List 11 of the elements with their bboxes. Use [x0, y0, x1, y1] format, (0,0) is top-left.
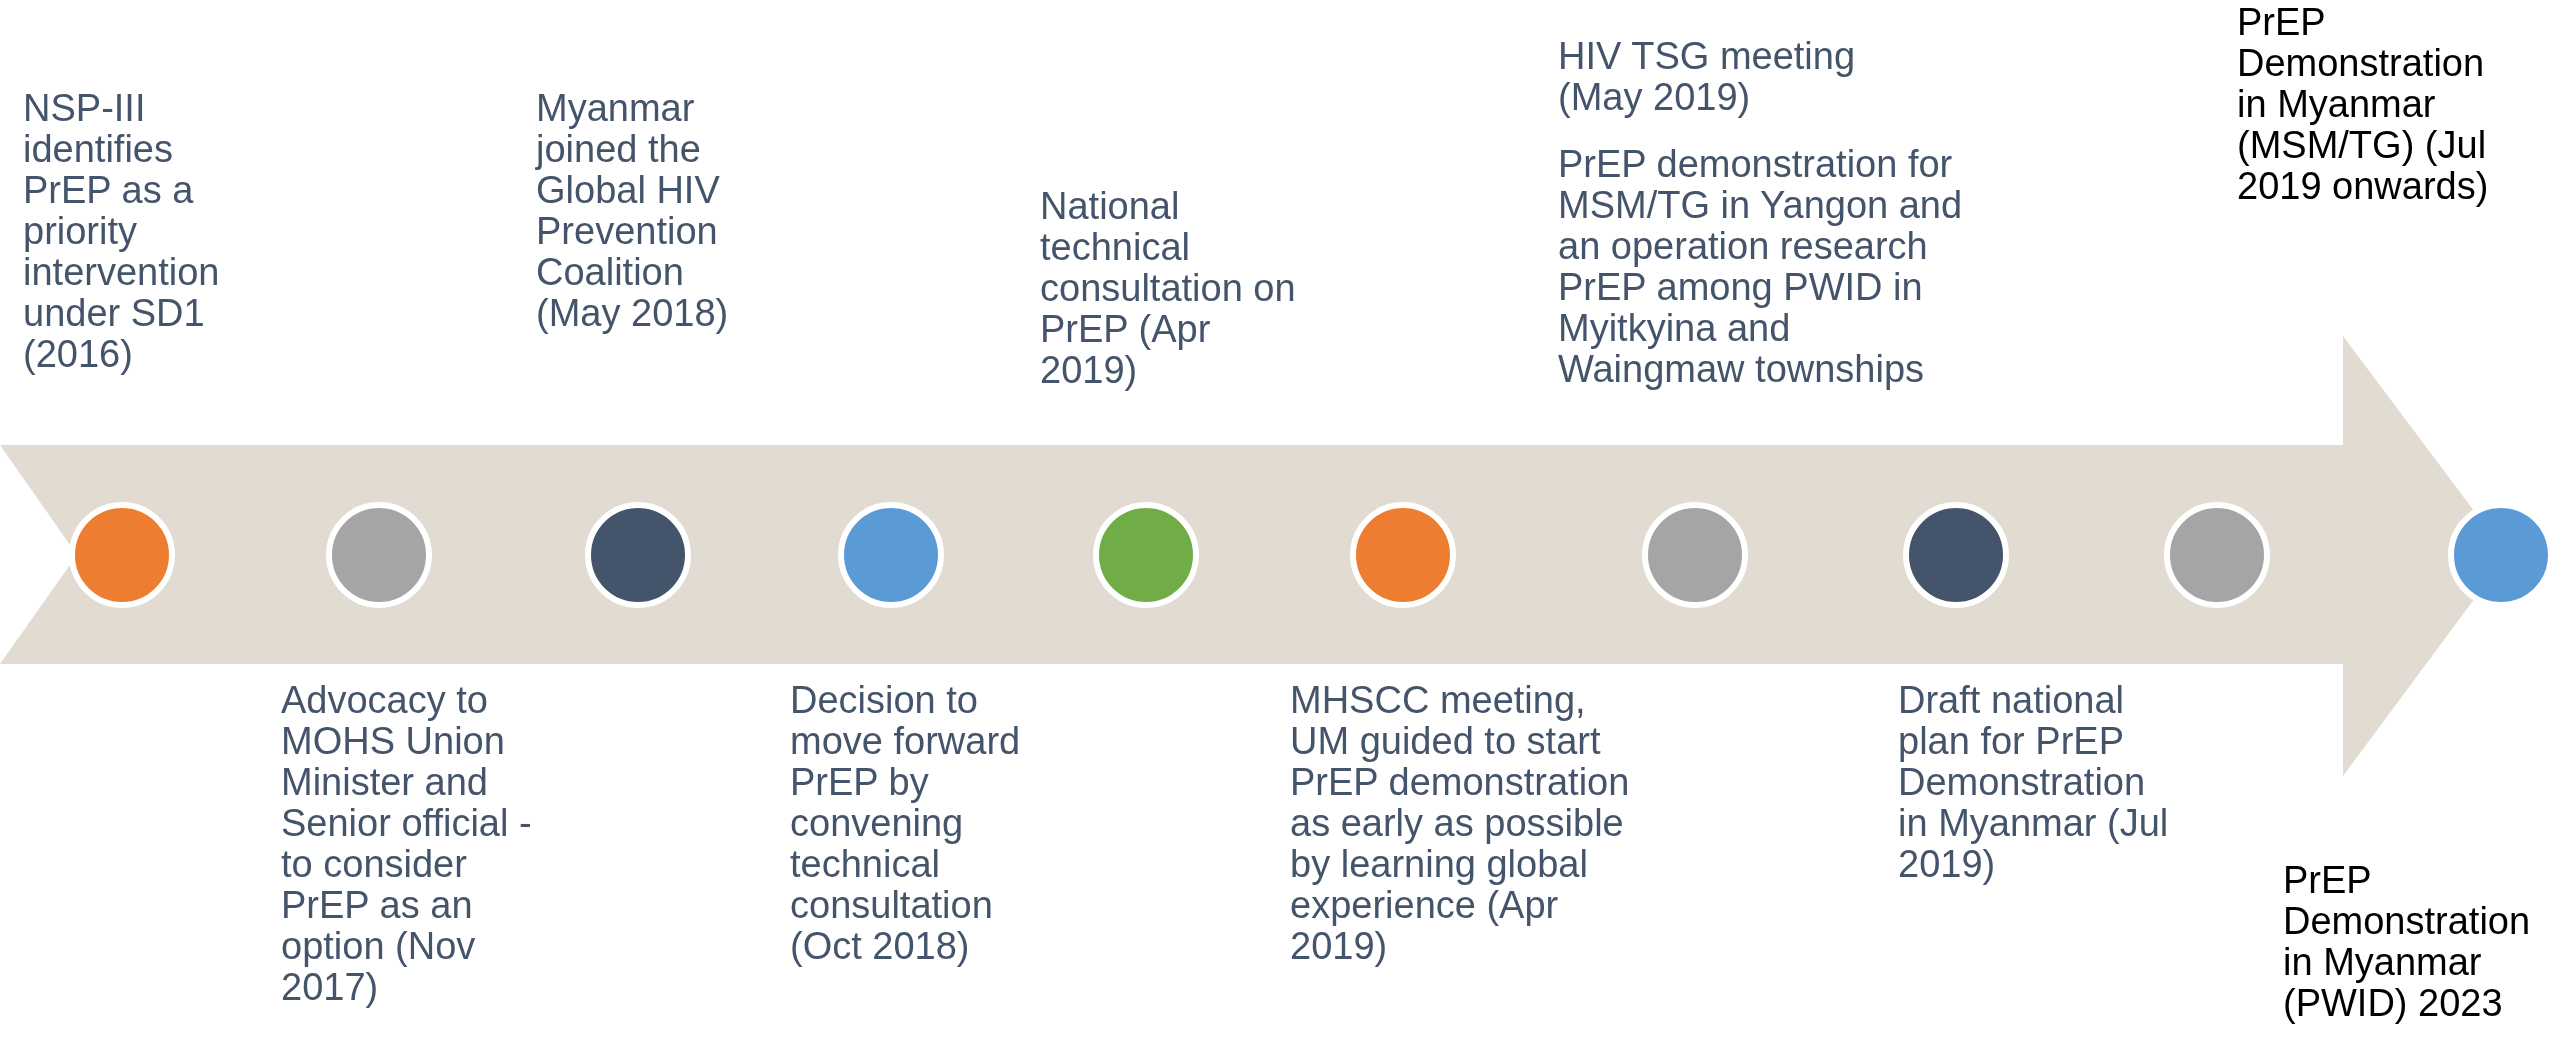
milestone-text: MHSCC meeting, UM guided to start PrEP demonstration as early as possible by learning global experience (Apr 2019): [1290, 680, 1631, 967]
milestone-text: PrEP Demonstration in Myanmar (MSM/TG) (Jul 2019 onwards): [2237, 2, 2490, 207]
milestone-text: Draft national plan for PrEP Demonstration in Myanmar (Jul 2019): [1898, 680, 2170, 885]
milestone-text: Myanmar joined the Global HIV Prevention Coalition (May 2018): [536, 88, 730, 334]
milestone-text: PrEP Demonstration in Myanmar (PWID) 2023: [2283, 860, 2532, 1024]
milestone-text: NSP-III identifies PrEP as a priority intervention under SD1 (2016): [23, 88, 221, 375]
milestone-text: National technical consultation on PrEP (Apr 2019): [1040, 186, 1297, 391]
milestone-text: PrEP demonstration for MSM/TG in Yangon and an operation research PrEP among PWID in Myitkyina and Waingmaw townships: [1558, 144, 1964, 390]
milestone-text: Advocacy to MOHS Union Minister and Senior official - to consider PrEP as an option (Nov 2017): [281, 680, 533, 1008]
milestone-text: HIV TSG meeting (May 2019): [1558, 36, 1857, 118]
milestone-text: Decision to move forward PrEP by convening technical consultation (Oct 2018): [790, 680, 1022, 967]
